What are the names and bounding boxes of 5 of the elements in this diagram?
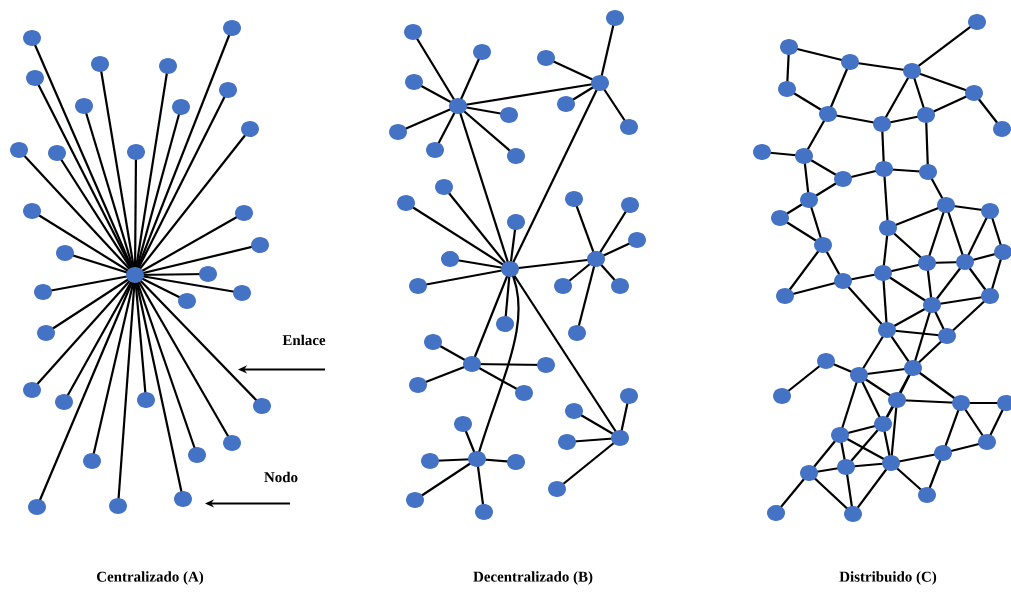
caption: Centralizado (A) (97, 571, 204, 585)
caption: Decentralizado (B) (473, 571, 593, 585)
pointer-label: Nodo (264, 471, 298, 483)
pointer-label: Enlace (282, 334, 326, 346)
caption: Distribuido (C) (839, 571, 937, 585)
